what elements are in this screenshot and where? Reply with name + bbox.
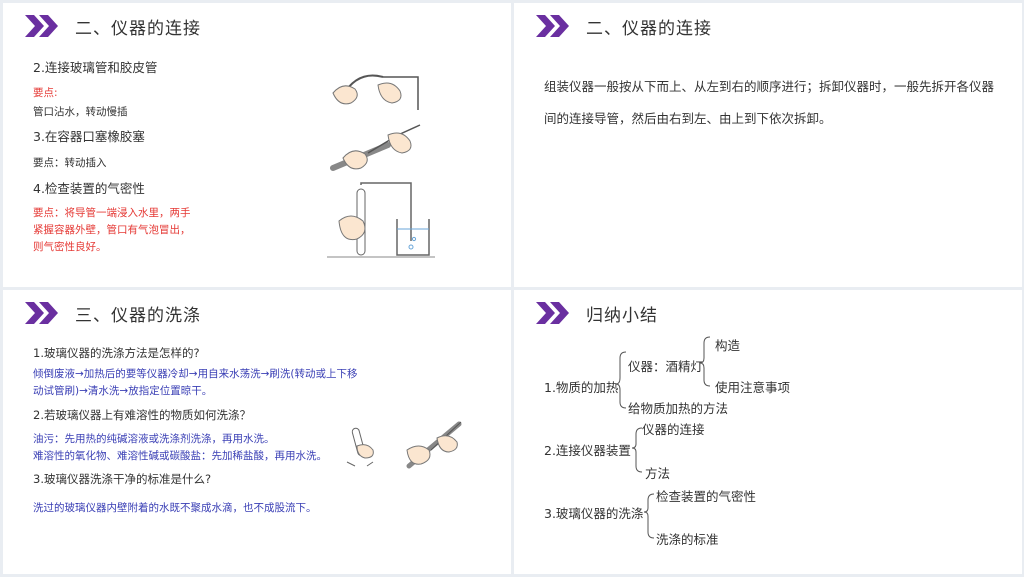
summary-node: 检查装置的气密性: [656, 489, 757, 504]
summary-node: 仪器的连接: [642, 422, 705, 437]
airtightness-check-illustration: [327, 182, 435, 258]
slide-title: 二、仪器的连接: [586, 18, 712, 39]
section-heading: 3.在容器口塞橡胶塞: [33, 129, 145, 144]
answer: 难溶性的氧化物、难溶性碱或碳酸盐：先加稀盐酸，再用水洗。: [33, 450, 327, 462]
slide-washing: 三、仪器的洗涤 1.玻璃仪器的洗涤方法是怎样的? 倾倒废液→加热后的要等仪器冷却…: [3, 290, 511, 574]
summary-node: 洗涤的标准: [656, 532, 719, 547]
summary-node: 使用注意事项: [715, 380, 791, 395]
summary-node: 构造: [715, 338, 741, 353]
slide-summary: 归纳小结 1.物质的加热 仪器：酒精灯 构造 使用注意事项 给物质加热的方法 2…: [514, 290, 1022, 574]
stopper-insertion-illustration: [330, 124, 421, 171]
answer: 油污：先用热的纯碱溶液或洗涤剂洗涤，再用水洗。: [33, 433, 275, 445]
answer: 洗过的玻璃仪器内壁附着的水既不聚成水滴，也不成股流下。: [33, 502, 317, 514]
slide-header: 三、仪器的洗涤: [25, 301, 201, 326]
slide-header: 二、仪器的连接: [536, 14, 712, 39]
tube-brushing-illustration: [406, 421, 462, 469]
slide-title: 三、仪器的洗涤: [75, 305, 201, 326]
summary-node: 2.连接仪器装置: [544, 443, 631, 458]
slide-assembly-order: 二、仪器的连接 组装仪器一般按从下而上、从左到右的顺序进行；拆卸仪器时，一般先拆…: [514, 3, 1022, 287]
summary-node: 方法: [645, 466, 671, 481]
chevron-right-icon: [25, 15, 58, 37]
slide-title: 二、仪器的连接: [75, 18, 201, 39]
key-point-label: 要点:: [33, 87, 58, 99]
section-heading: 2.连接玻璃管和胶皮管: [33, 60, 158, 75]
mind-map-braces: [615, 336, 711, 539]
key-point-text: 紧握容器外壁，管口有气泡冒出，: [33, 224, 191, 236]
chevron-right-icon: [536, 15, 569, 37]
summary-node: 给物质加热的方法: [628, 401, 729, 416]
answer: 倾倒废液→加热后的要等仪器冷却→用自来水荡洗→刷洗(转动或上下移: [33, 368, 358, 380]
summary-node: 1.物质的加热: [544, 380, 619, 395]
question: 3.玻璃仪器洗涤干净的标准是什么?: [33, 472, 212, 486]
section-heading: 4.检查装置的气密性: [33, 181, 145, 196]
key-point-text: 要点：转动插入: [33, 157, 107, 169]
tube-connection-illustration: [332, 74, 419, 110]
key-point-text: 则气密性良好。: [33, 241, 107, 253]
answer: 动试管刷)→清水洗→放指定位置晾干。: [33, 385, 213, 397]
summary-node: 仪器：酒精灯: [628, 359, 704, 374]
question: 1.玻璃仪器的洗涤方法是怎样的?: [33, 346, 200, 360]
slide-header: 二、仪器的连接: [25, 14, 201, 39]
chevron-right-icon: [25, 302, 58, 324]
question: 2.若玻璃仪器上有难溶性的物质如何洗涤？: [33, 408, 251, 422]
tube-shaking-illustration: [346, 427, 374, 467]
chevron-right-icon: [536, 302, 569, 324]
slide-connection-methods: 二、仪器的连接 2.连接玻璃管和胶皮管 要点: 管口沾水，转动慢插 3.在容器口…: [3, 3, 511, 287]
slide-title: 归纳小结: [586, 305, 658, 326]
body-paragraph: 组装仪器一般按从下而上、从左到右的顺序进行；拆卸仪器时，一般先拆开各仪器间的连接…: [544, 79, 995, 126]
key-point-text: 管口沾水，转动慢插: [33, 106, 128, 118]
summary-node: 3.玻璃仪器的洗涤: [544, 506, 644, 521]
key-point-text: 要点：将导管一端浸入水里，两手: [33, 207, 191, 219]
slide-header: 归纳小结: [536, 301, 658, 326]
